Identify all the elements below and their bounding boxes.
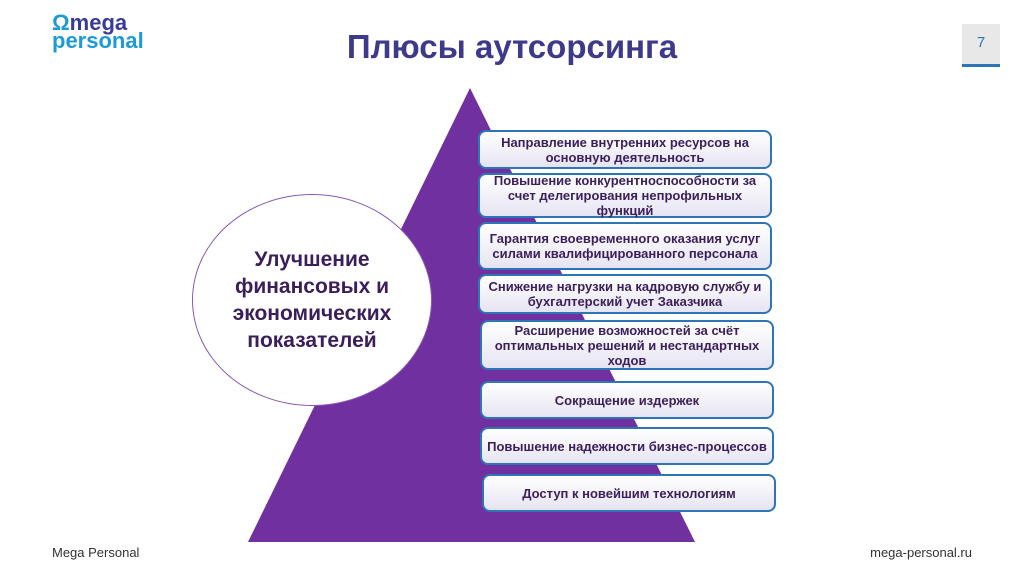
page-title: Плюсы аутсорсинга <box>346 28 678 65</box>
benefit-box: Направление внутренних ресурсов на основ… <box>478 130 772 169</box>
benefit-box: Расширение возможностей за счёт оптималь… <box>480 320 774 370</box>
logo-line2: personal <box>52 28 144 53</box>
center-label: Улучшение финансовых и экономических пок… <box>232 248 392 352</box>
benefit-box: Гарантия своевременного оказания услуг с… <box>478 222 772 270</box>
benefit-box: Повышение надежности бизнес-процессов <box>480 427 774 465</box>
benefit-box: Сокращение издержек <box>480 381 774 419</box>
benefit-box: Повышение конкурентноспособности за счет… <box>478 173 772 218</box>
logo-line1: Ωmega <box>52 10 128 35</box>
center-oval: Улучшение финансовых и экономических пок… <box>192 194 432 406</box>
logo: Ωmega personal <box>52 10 144 53</box>
benefit-box: Доступ к новейшим технологиям <box>482 474 776 512</box>
benefit-box: Снижение нагрузки на кадровую службу и б… <box>478 274 772 314</box>
footer-company: Mega Personal <box>52 545 140 560</box>
footer-website: mega-personal.ru <box>870 545 972 560</box>
page-number: 7 <box>962 24 1000 67</box>
